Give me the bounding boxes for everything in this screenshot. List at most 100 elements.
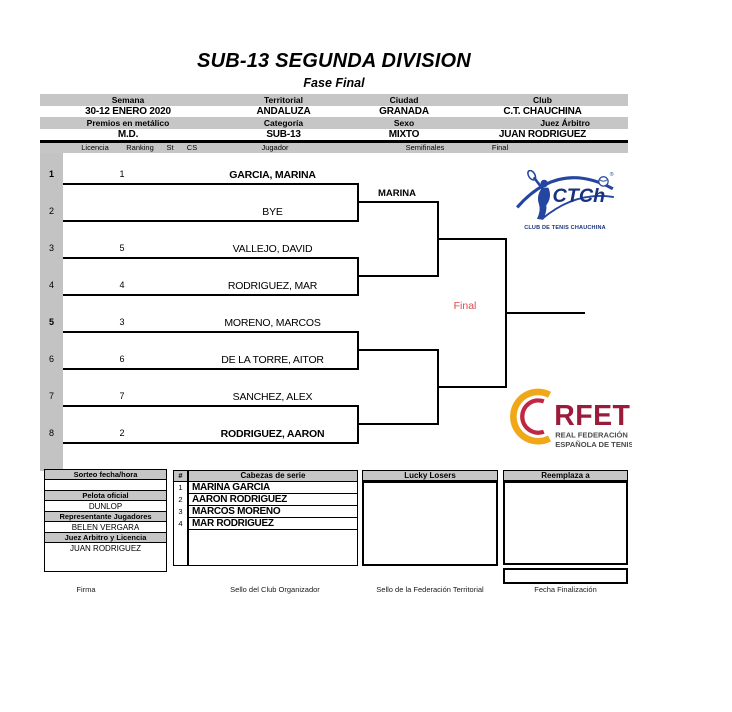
player-name-1: GARCIA, MARINA <box>229 169 316 181</box>
page-title: SUB-13 SEGUNDA DIVISION <box>197 50 471 72</box>
categoria-value: SUB-13 <box>266 128 301 140</box>
player-name-7: SANCHEZ, ALEX <box>232 391 313 403</box>
rfet-logo-graphic: RFET REAL FEDERACIÓN ESPAÑOLA DE TENIS <box>510 388 634 449</box>
seeds-header: Cabezas de serie <box>189 471 357 482</box>
bracket-line <box>63 257 357 259</box>
rfet-logo-text: RFET <box>554 400 630 432</box>
semifinal-winner-label: MARINA <box>378 188 416 199</box>
seed-number-column: # 1 2 3 4 <box>173 470 188 566</box>
bracket-line <box>63 331 357 333</box>
bracket-line <box>357 423 439 425</box>
bracket-line <box>63 405 357 407</box>
sexo-label: Sexo <box>393 117 415 128</box>
ranking-4: 4 <box>119 280 125 290</box>
info-value-row: 30-12 ENERO 2020 ANDALUZA GRANADA C.T. C… <box>40 106 628 118</box>
bracket-line <box>63 368 357 370</box>
rfet-logo-line1: REAL FEDERACIÓN <box>555 430 628 439</box>
rfet-logo-line2: ESPAÑOLA DE TENIS <box>555 440 632 449</box>
ranking-6: 6 <box>119 354 125 364</box>
bracket-line <box>437 386 507 388</box>
lucky-losers-box <box>362 481 498 566</box>
info-value-row2: M.D. SUB-13 MIXTO JUAN RODRIGUEZ <box>40 129 628 141</box>
player-name-6: DE LA TORRE, AITOR <box>221 354 324 366</box>
seed-hash-header: # <box>174 471 187 482</box>
firma-label: Firma <box>76 585 96 594</box>
categoria-label: Categoría <box>263 117 304 128</box>
player-name-4: RODRIGUEZ, MAR <box>227 280 318 292</box>
fecha-finalizacion-label: Fecha Finalización <box>534 585 597 594</box>
position-number-2: 2 <box>48 206 54 216</box>
reemplaza-box <box>503 481 628 565</box>
premios-value: M.D. <box>117 128 139 140</box>
info-label-row2: Premios en metálico Categoría Sexo Juez … <box>40 117 628 129</box>
ctch-club-logo: CTCh ® CLUB DE TENIS CHAUCHINA <box>513 169 617 231</box>
ctch-logo-graphic: CTCh ® <box>515 169 615 220</box>
club-value: C.T. CHAUCHINA <box>503 105 582 117</box>
ctch-logo-tagline: CLUB DE TENIS CHAUCHINA <box>524 225 606 231</box>
juez-arbitro-label: Juez Árbitro <box>540 117 590 128</box>
seed-name: MARINA GARCIA <box>189 482 357 494</box>
territorial-label: Territorial <box>263 94 304 105</box>
seed-name: AARON RODRIGUEZ <box>189 494 357 506</box>
juez-licencia-value: JUAN RODRIGUEZ <box>44 542 167 572</box>
ctch-logo-text: CTCh <box>553 185 606 207</box>
juez-arbitro-value: JUAN RODRIGUEZ <box>498 128 587 140</box>
semana-label: Semana <box>111 94 145 105</box>
bracket-line <box>63 183 357 185</box>
player-name-5: MORENO, MARCOS <box>224 317 321 329</box>
col-jugador: Jugador <box>261 143 289 152</box>
representante-header: Representante Jugadores <box>44 511 167 522</box>
bracket-line <box>63 442 357 444</box>
info-label-row: Semana Territorial Ciudad Club <box>40 94 628 106</box>
col-licencia: Licencia <box>81 143 109 152</box>
position-number-3: 3 <box>48 243 54 253</box>
bracket-line <box>505 312 585 314</box>
sello-club-label: Sello del Club Organizador <box>230 585 320 594</box>
divider-bar <box>40 140 628 143</box>
semana-value: 30-12 ENERO 2020 <box>85 105 171 117</box>
ranking-7: 7 <box>119 391 125 401</box>
player-name-2: BYE <box>262 206 283 218</box>
ciudad-value: GRANADA <box>379 105 429 117</box>
bracket-line <box>357 275 439 277</box>
reemplaza-header: Reemplaza a <box>503 470 628 481</box>
position-number-1: 1 <box>48 169 54 179</box>
final-label: Final <box>453 300 477 312</box>
col-ranking: Ranking <box>126 143 154 152</box>
seeds-list-box: Cabezas de serie MARINA GARCIA AARON ROD… <box>188 470 358 566</box>
seed-number: 1 <box>178 483 183 492</box>
ciudad-label: Ciudad <box>389 94 419 105</box>
club-label: Club <box>533 94 552 105</box>
seed-number: 4 <box>178 519 183 528</box>
premios-label: Premios en metálico <box>86 117 170 128</box>
rfet-federation-logo: RFET REAL FEDERACIÓN ESPAÑOLA DE TENIS <box>504 382 634 459</box>
col-semifinales: Semifinales <box>405 143 445 152</box>
position-number-5: 5 <box>48 317 54 327</box>
col-cs: CS <box>186 143 198 152</box>
player-name-8: RODRIGUEZ, AARON <box>220 428 325 440</box>
bracket-line <box>63 294 357 296</box>
fecha-finalizacion-box <box>503 568 628 584</box>
sello-federacion-label: Sello de la Federación Territorial <box>376 585 484 594</box>
tournament-details-block: Sorteo fecha/hora Pelota oficial DUNLOP … <box>44 469 167 572</box>
sexo-value: MIXTO <box>388 128 420 140</box>
ranking-3: 5 <box>119 243 125 253</box>
page-subtitle: Fase Final <box>303 76 365 90</box>
position-number-8: 8 <box>48 428 54 438</box>
bracket-line <box>63 220 357 222</box>
registered-mark-icon: ® <box>610 171 614 178</box>
position-column-strip <box>40 152 63 471</box>
ranking-8: 2 <box>119 428 125 438</box>
bracket-line <box>357 201 439 203</box>
seed-name: MAR RODRIGUEZ <box>189 518 357 530</box>
ranking-5: 3 <box>119 317 125 327</box>
seed-name: MARCOS MORENO <box>189 506 357 518</box>
position-number-4: 4 <box>48 280 54 290</box>
col-st: St <box>166 143 174 152</box>
col-final: Final <box>491 143 509 152</box>
seed-number: 2 <box>178 495 183 504</box>
seed-number: 3 <box>178 507 183 516</box>
position-number-7: 7 <box>48 391 54 401</box>
bracket-line <box>437 238 507 240</box>
